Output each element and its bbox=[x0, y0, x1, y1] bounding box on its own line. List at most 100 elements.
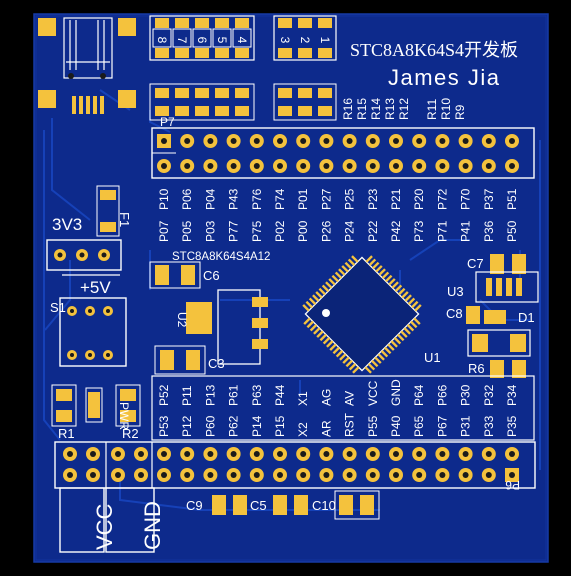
resistor-pad bbox=[215, 88, 229, 98]
pin-label: RST bbox=[343, 412, 357, 437]
resistor-pad bbox=[175, 106, 189, 116]
resistor-pad bbox=[278, 88, 292, 98]
power-led-group: R1 PWR R2 bbox=[51, 384, 141, 441]
pin-label: P07 bbox=[157, 220, 171, 242]
pin-label: P66 bbox=[435, 384, 449, 406]
led-pad bbox=[215, 18, 229, 28]
capacitor-c7: C7 bbox=[467, 254, 526, 274]
pin-label: P04 bbox=[203, 188, 217, 210]
capacitor-c8: C8 bbox=[446, 306, 480, 324]
pin-label: P44 bbox=[273, 384, 287, 406]
pin-label: P36 bbox=[482, 220, 496, 242]
led-number: 3 bbox=[278, 37, 292, 44]
resistor-pad bbox=[195, 88, 209, 98]
pin-label: P76 bbox=[250, 188, 264, 210]
resistor-pads bbox=[149, 83, 337, 121]
header-bottom-outline bbox=[151, 375, 535, 441]
led-number: 1 bbox=[318, 37, 332, 44]
led-pad bbox=[235, 18, 249, 28]
pin-label: X2 bbox=[296, 422, 310, 437]
led-number: 4 bbox=[235, 37, 249, 44]
resistor-pad bbox=[195, 106, 209, 116]
label-pwr: PWR bbox=[117, 402, 131, 430]
pin-label: P71 bbox=[435, 220, 449, 242]
pin-label: P21 bbox=[389, 188, 403, 210]
pin-label: P37 bbox=[482, 188, 496, 210]
pin-label: P60 bbox=[203, 415, 217, 437]
pin-label: P33 bbox=[482, 415, 496, 437]
resistor-pad bbox=[298, 88, 312, 98]
led-number: 6 bbox=[195, 37, 209, 44]
led-outline bbox=[212, 28, 232, 48]
label-f1: F1 bbox=[117, 212, 132, 227]
led-pad bbox=[155, 18, 169, 28]
led-number: 2 bbox=[298, 37, 312, 44]
pin-label: P70 bbox=[459, 188, 473, 210]
pin-label: P63 bbox=[250, 384, 264, 406]
pin-label: P61 bbox=[227, 384, 241, 406]
led-pad bbox=[278, 18, 292, 28]
led-pad bbox=[298, 48, 312, 58]
pin-label: P03 bbox=[203, 220, 217, 242]
resistor-label: R11 bbox=[425, 99, 439, 120]
board-author: James Jia bbox=[388, 65, 501, 90]
label-c3: C3 bbox=[208, 356, 225, 371]
pcb-board bbox=[33, 13, 549, 563]
pin-label: P02 bbox=[273, 220, 287, 242]
resistor-label: R9 bbox=[453, 104, 467, 120]
header-top-pins bbox=[157, 134, 519, 173]
mcu-u1: U1 bbox=[302, 255, 441, 374]
resistor-pad bbox=[318, 88, 332, 98]
label-r1: R1 bbox=[58, 426, 75, 441]
led-pad bbox=[155, 48, 169, 58]
led-pad bbox=[278, 48, 292, 58]
header-bottom-pins bbox=[63, 447, 519, 482]
header-top-ref: P7 bbox=[160, 115, 175, 129]
label-u1: U1 bbox=[424, 350, 441, 365]
resistor-label: R16 bbox=[341, 98, 355, 120]
led-pad bbox=[215, 48, 229, 58]
label-3v3: 3V3 bbox=[52, 215, 82, 234]
pin-label: P26 bbox=[319, 220, 333, 242]
pin-label: P55 bbox=[366, 415, 380, 437]
pin-label: P62 bbox=[227, 415, 241, 437]
pin-label: P40 bbox=[389, 415, 403, 437]
pin-label: P13 bbox=[203, 384, 217, 406]
label-u2: U2 bbox=[175, 312, 189, 328]
label-c6: C6 bbox=[203, 268, 220, 283]
pin-label: P31 bbox=[459, 415, 473, 437]
pin-label: P32 bbox=[482, 384, 496, 406]
led-outline bbox=[152, 28, 172, 48]
pin-label: P42 bbox=[389, 220, 403, 242]
pin-label: P10 bbox=[157, 188, 171, 210]
pin-label: P22 bbox=[366, 220, 380, 242]
diode-d1: D1 bbox=[467, 310, 535, 357]
pin-label: P12 bbox=[180, 415, 194, 437]
board-title: STC8A8K64S4开发板 bbox=[350, 40, 518, 60]
pin-label: X1 bbox=[296, 391, 310, 406]
resistor-label: R14 bbox=[369, 98, 383, 120]
pin-label: P05 bbox=[180, 220, 194, 242]
mcu-label: STC8A8K64S4A12 bbox=[172, 251, 270, 263]
pin-label: P25 bbox=[343, 188, 357, 210]
pin-label: P53 bbox=[157, 415, 171, 437]
resistor-label: R12 bbox=[397, 98, 411, 120]
led-number: 7 bbox=[175, 37, 189, 44]
led-pad bbox=[175, 48, 189, 58]
resistor-pad bbox=[278, 106, 292, 116]
pin-label: P72 bbox=[435, 188, 449, 210]
pin-label: P73 bbox=[412, 220, 426, 242]
pin-label: P11 bbox=[180, 385, 194, 406]
led-outline bbox=[172, 28, 192, 48]
resistor-pad bbox=[215, 106, 229, 116]
led-pad bbox=[318, 18, 332, 28]
pin-label: P77 bbox=[227, 220, 241, 242]
label-r6: R6 bbox=[468, 361, 485, 376]
pin-label: P51 bbox=[505, 188, 519, 210]
pin-label: P34 bbox=[505, 384, 519, 406]
capacitor-c6: C6 bbox=[149, 261, 220, 289]
label-s1: S1 bbox=[50, 300, 66, 315]
